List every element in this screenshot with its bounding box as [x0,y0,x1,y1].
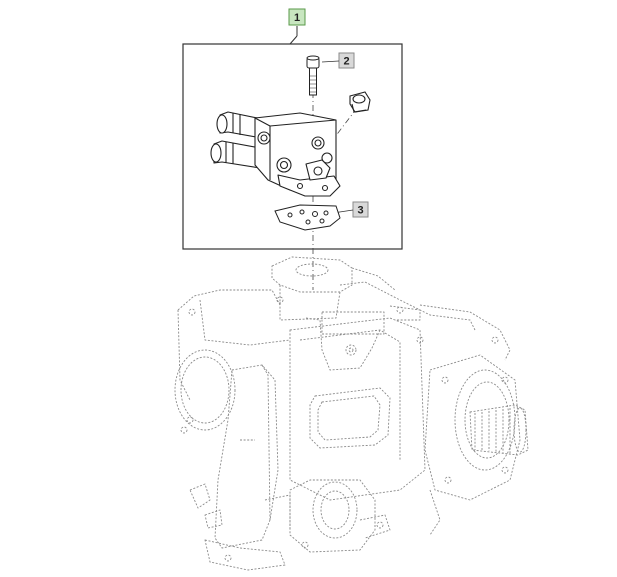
callout-1-label: 1 [294,12,300,24]
callout-2[interactable]: 2 [338,52,355,69]
callout-1-leader [289,35,298,45]
callout-2-label: 2 [343,56,349,68]
plug-part[interactable] [349,91,371,113]
control-valve[interactable] [210,111,341,197]
callout-1[interactable]: 1 [288,8,306,26]
callout-3[interactable]: 3 [352,201,369,218]
detail-frame [182,43,403,250]
bolt-part[interactable] [306,55,320,96]
pump-housing-ghost [174,256,529,571]
callout-3-label: 3 [357,205,363,217]
callout-2-leader [321,60,340,63]
gasket-part[interactable] [274,204,341,231]
